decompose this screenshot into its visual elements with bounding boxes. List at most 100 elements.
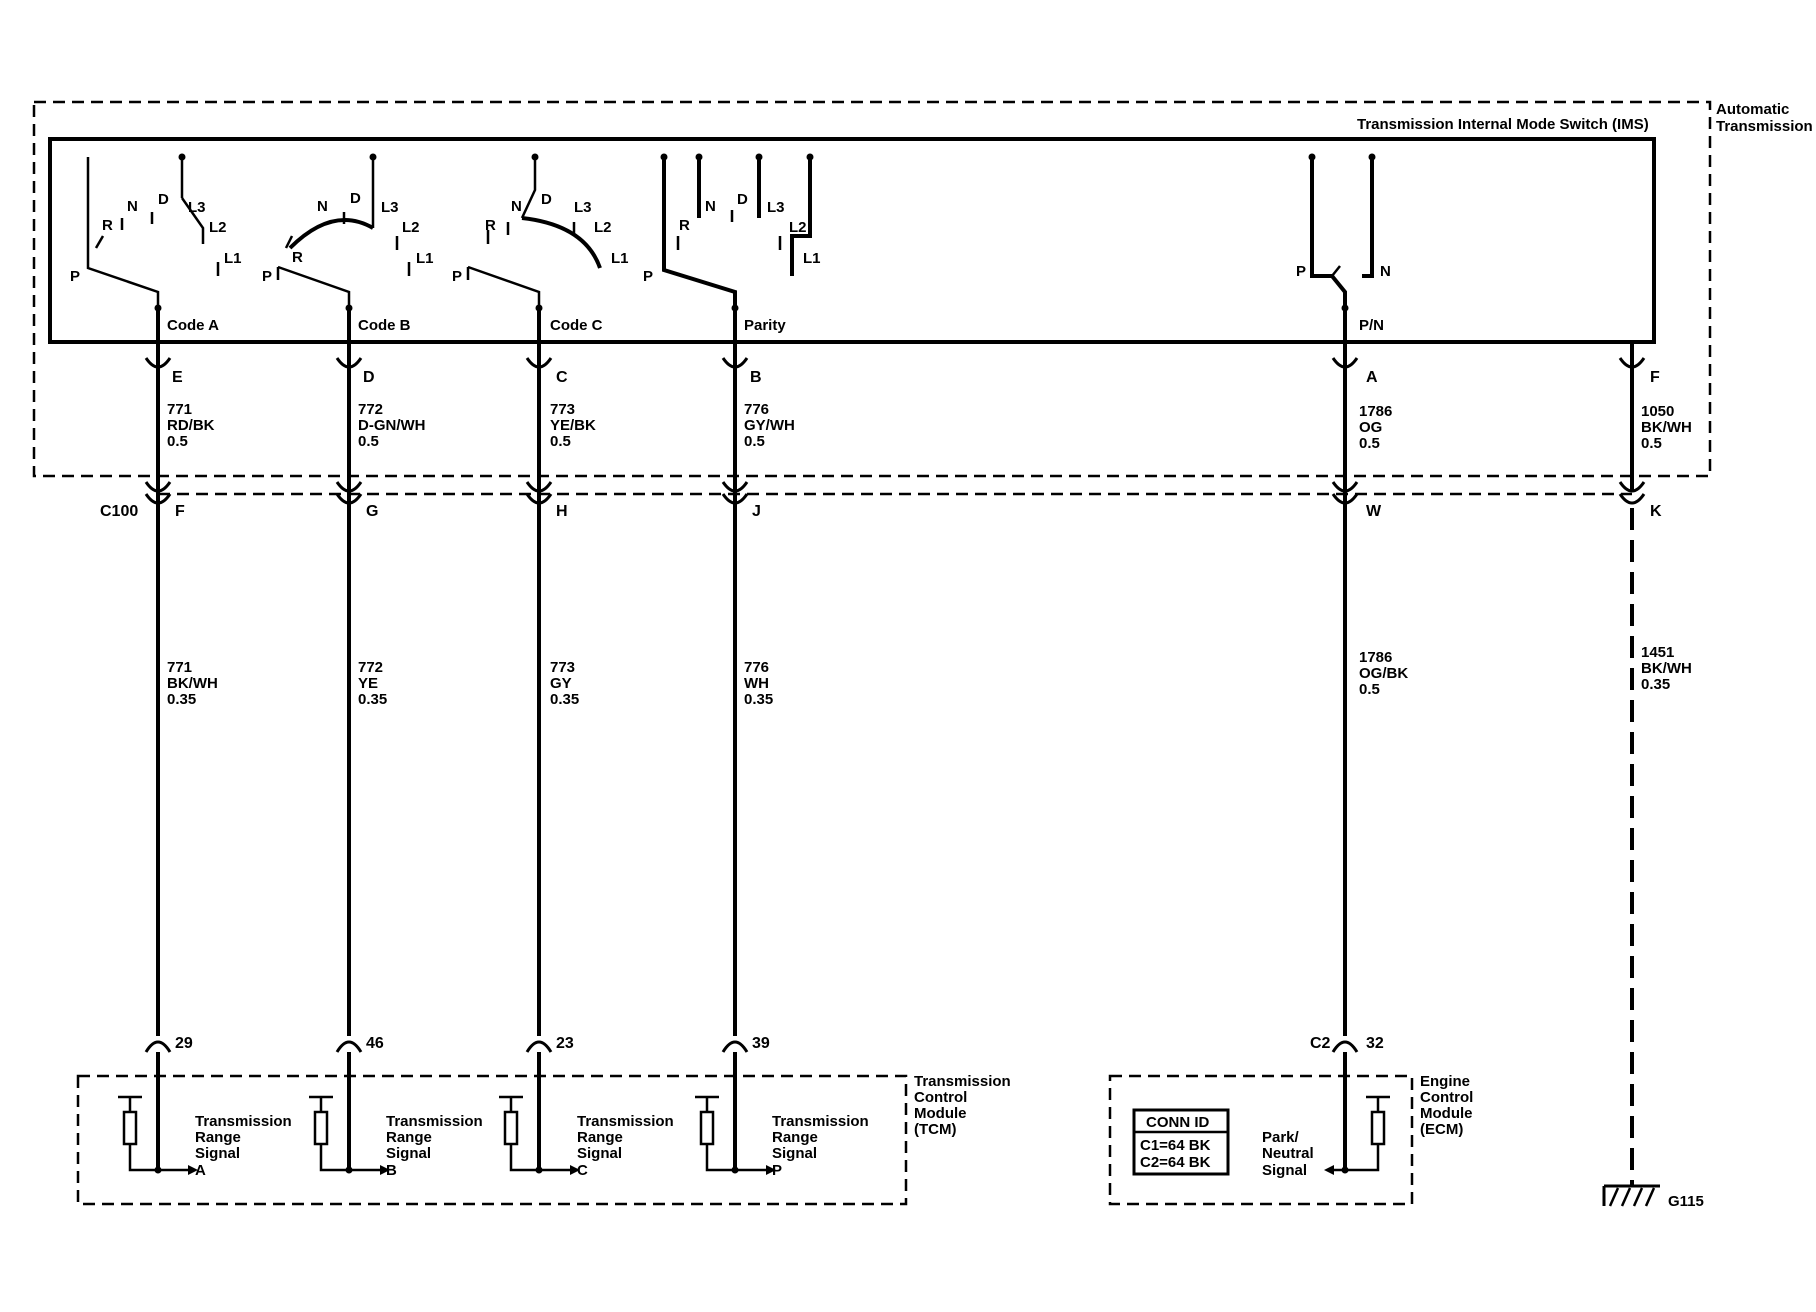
ims-pin-b: B (750, 369, 762, 386)
code-b-pos-p: P (262, 268, 272, 285)
pn-switch: P N (1296, 153, 1391, 312)
code-b-pos-d: D (350, 190, 361, 207)
wire-1786-color: OG (1359, 419, 1382, 436)
wire-771-num: 771 (167, 401, 192, 418)
ground-label: G115 (1668, 1193, 1704, 1210)
ims-pin-c: C (556, 369, 568, 386)
ground-symbol (1602, 1184, 1660, 1207)
c100-pin-f: F (175, 503, 185, 520)
tcm-signal-c-l3: Signal (577, 1145, 622, 1162)
harness-1451-size: 0.35 (1641, 676, 1670, 693)
harness-1786-size: 0.5 (1359, 681, 1380, 698)
pn-label: P/N (1359, 317, 1384, 334)
tcm-signal-a-l4: A (195, 1162, 206, 1179)
ecm-name-3: Module (1420, 1105, 1473, 1122)
tcm-signal-b-l2: Range (386, 1129, 432, 1146)
tcm-signal-b-l4: B (386, 1162, 397, 1179)
ims-pin-f: F (1650, 369, 1660, 386)
wire-771-color: RD/BK (167, 417, 215, 434)
code-b-switch: P R N D L3 L2 L1 (262, 153, 434, 312)
harness-1786-color: OG/BK (1359, 665, 1408, 682)
automatic-transmission-label-2: Transmission (1716, 118, 1813, 135)
wire-771-size: 0.5 (167, 433, 188, 450)
wire-1050-size: 0.5 (1641, 435, 1662, 452)
code-b-pos-l2: L2 (402, 219, 420, 236)
tcm-signal-a-circuit (118, 1052, 198, 1175)
wire-1050-num: 1050 (1641, 403, 1674, 420)
harness-776-color: WH (744, 675, 769, 692)
tcm-module-box (76, 1074, 908, 1206)
tcm-name-3: Module (914, 1105, 967, 1122)
code-a-pos-l1: L1 (224, 250, 242, 267)
harness-773-num: 773 (550, 659, 575, 676)
code-c-pos-l2: L2 (594, 219, 612, 236)
ecm-name-4: (ECM) (1420, 1121, 1463, 1138)
tcm-pin-29: 29 (175, 1035, 193, 1052)
wire-1050-color: BK/WH (1641, 419, 1692, 436)
c100-pin-k: K (1650, 503, 1662, 520)
code-a-pos-l2: L2 (209, 219, 227, 236)
tcm-signal-p-l3: Signal (772, 1145, 817, 1162)
ims-connector-terminals (144, 357, 1646, 369)
wire-773-size: 0.5 (550, 433, 571, 450)
parity-pos-p: P (643, 268, 653, 285)
wire-1786-num: 1786 (1359, 403, 1392, 420)
harness-1451-num: 1451 (1641, 644, 1674, 661)
harness-776-size: 0.35 (744, 691, 773, 708)
tcm-signal-p-l4: P (772, 1162, 782, 1179)
code-a-label: Code A (167, 317, 219, 334)
code-c-pos-n: N (511, 198, 522, 215)
tcm-signal-a-l3: Signal (195, 1145, 240, 1162)
ims-harness-wires (156, 308, 1634, 1036)
tcm-pin-23: 23 (556, 1035, 574, 1052)
code-a-pos-l3: L3 (188, 199, 206, 216)
tcm-signal-a-l1: Transmission (195, 1113, 292, 1130)
parity-pos-d: D (737, 191, 748, 208)
ims-pin-e: E (172, 369, 183, 386)
code-c-pos-l1: L1 (611, 250, 629, 267)
wire-772-color: D-GN/WH (358, 417, 426, 434)
c100-label: C100 (100, 503, 138, 520)
c100-pin-w: W (1366, 503, 1382, 520)
c100-pin-j: J (752, 503, 761, 520)
wire-1786-size: 0.5 (1359, 435, 1380, 452)
ecm-signal-l3: Signal (1262, 1162, 1307, 1179)
ims-pin-d: D (363, 369, 375, 386)
code-b-pos-l1: L1 (416, 250, 434, 267)
pn-pos-n: N (1380, 263, 1391, 280)
conn-id-title: CONN ID (1146, 1114, 1210, 1131)
tcm-signal-c-l1: Transmission (577, 1113, 674, 1130)
tcm-signal-p-circuit (695, 1052, 776, 1175)
c100-pin-h: H (556, 503, 568, 520)
tcm-pin-46: 46 (366, 1035, 384, 1052)
tcm-signal-b-l3: Signal (386, 1145, 431, 1162)
ims-title: Transmission Internal Mode Switch (IMS) (1357, 116, 1649, 133)
harness-772-num: 772 (358, 659, 383, 676)
automatic-transmission-boundary (32, 100, 1712, 478)
parity-pos-n: N (705, 198, 716, 215)
wire-773-color: YE/BK (550, 417, 596, 434)
harness-772-size: 0.35 (358, 691, 387, 708)
tcm-signal-a-l2: Range (195, 1129, 241, 1146)
harness-1451-color: BK/WH (1641, 660, 1692, 677)
tcm-signal-b-circuit (309, 1052, 390, 1175)
code-a-pos-d: D (158, 191, 169, 208)
code-b-pos-n: N (317, 198, 328, 215)
tcm-name-1: Transmission (914, 1073, 1011, 1090)
code-c-pos-p: P (452, 268, 462, 285)
harness-771-size: 0.35 (167, 691, 196, 708)
tcm-signal-c-l4: C (577, 1162, 588, 1179)
harness-1786-num: 1786 (1359, 649, 1392, 666)
conn-id-row-1: C1=64 BK (1140, 1137, 1211, 1154)
conn-id-row-2: C2=64 BK (1140, 1154, 1211, 1171)
code-c-pos-r: R (485, 217, 496, 234)
code-c-label: Code C (550, 317, 603, 334)
ecm-name-1: Engine (1420, 1073, 1470, 1090)
parity-pos-r: R (679, 217, 690, 234)
pn-pos-p: P (1296, 263, 1306, 280)
harness-771-num: 771 (167, 659, 192, 676)
parity-pos-l2: L2 (789, 219, 807, 236)
ims-pin-a: A (1366, 369, 1378, 386)
code-b-label: Code B (358, 317, 411, 334)
